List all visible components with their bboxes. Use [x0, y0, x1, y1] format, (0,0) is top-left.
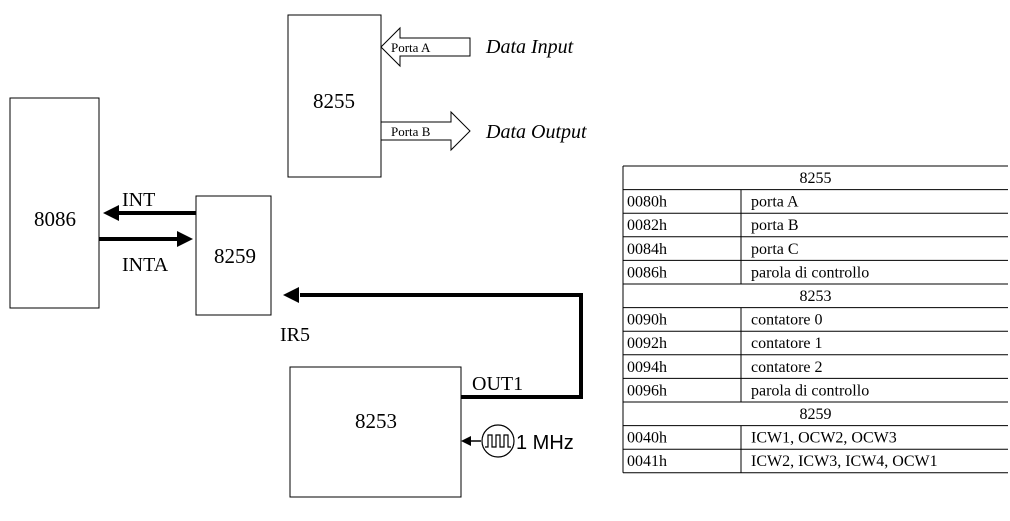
table-cell-description: porta A [751, 194, 799, 211]
ir5-label: IR5 [280, 324, 310, 346]
table-cell-description: ICW2, ICW3, ICW4, OCW1 [751, 453, 938, 470]
porta-a-arrow [380, 26, 471, 68]
cpu-8086-block [9, 97, 100, 309]
int-arrowhead [103, 205, 119, 221]
table-cell-description: porta C [751, 241, 799, 258]
square-wave-icon [485, 434, 511, 448]
table-cell-address: 0082h [627, 217, 667, 234]
table-cell-description: parola di controllo [751, 382, 869, 399]
table-cell-description: porta B [751, 217, 799, 234]
data-output-label: Data Output [485, 121, 587, 143]
table-cell-description: contatore 1 [751, 335, 823, 352]
ir5-arrowhead [283, 287, 299, 303]
table-cell-address: 0084h [627, 241, 667, 258]
table-cell-address: 0096h [627, 382, 667, 399]
table-cell-address: 0090h [627, 312, 667, 329]
int-label: INT [122, 189, 155, 211]
table-section-header: 8253 [800, 288, 832, 305]
out1-ir5-line [300, 293, 583, 399]
pic-8259-label: 8259 [214, 244, 256, 268]
pit-8253-label: 8253 [355, 409, 397, 433]
table-section-header: 8259 [800, 406, 832, 423]
table-cell-address: 0086h [627, 264, 667, 281]
table-cell-description: contatore 0 [751, 312, 823, 329]
pit-8253-block [289, 366, 462, 498]
inta-arrowhead [177, 231, 193, 247]
table-cell-address: 0094h [627, 359, 667, 376]
table-cell-description: parola di controllo [751, 264, 869, 281]
out1-label: OUT1 [472, 373, 523, 395]
clock-arrowhead [461, 436, 471, 446]
table-cell-description: ICW1, OCW2, OCW3 [751, 430, 897, 447]
pic-8259-block [195, 195, 272, 316]
table-cell-description: contatore 2 [751, 359, 823, 376]
table-cell-address: 0041h [627, 453, 667, 470]
table-cell-address: 0080h [627, 194, 667, 211]
clock-label: 1 MHz [516, 432, 574, 454]
table-cell-address: 0040h [627, 430, 667, 447]
clock-source-icon [481, 424, 515, 458]
cpu-8086-label: 8086 [34, 207, 76, 231]
table-section-header: 8255 [800, 170, 832, 187]
inta-label: INTA [122, 254, 169, 276]
porta-b-label: Porta B [391, 124, 431, 139]
ppi-8255-label: 8255 [313, 89, 355, 113]
address-table: 8255 0080h porta A 0082h porta B 0084h porta C… [622, 165, 1008, 474]
table-cell-address: 0092h [627, 335, 667, 352]
ppi-8255-block [287, 14, 382, 178]
porta-a-label: Porta A [391, 40, 431, 55]
data-input-label: Data Input [485, 36, 574, 58]
porta-b-arrow [380, 110, 471, 152]
